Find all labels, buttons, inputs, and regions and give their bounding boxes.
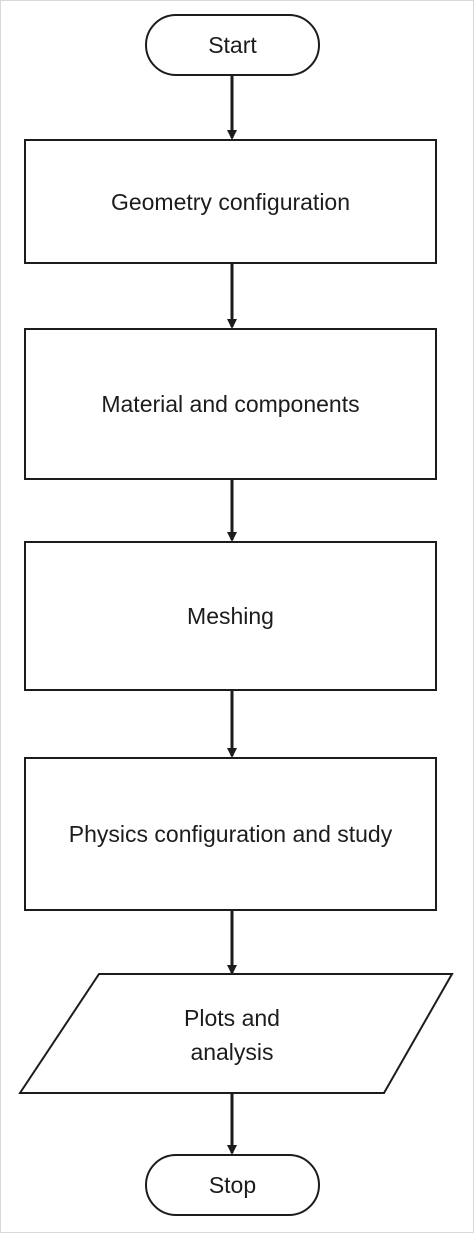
start-label: Start	[208, 32, 257, 58]
step-physics-label: Physics configuration and study	[68, 821, 393, 847]
step-meshing: Meshing	[24, 541, 437, 691]
step-material-and-components: Material and components	[24, 328, 437, 480]
stop-label: Stop	[208, 1172, 257, 1198]
start-terminal: Start	[145, 14, 320, 76]
io-label-line2: analysis	[190, 1039, 274, 1065]
io-label-line1: Plots and	[184, 1005, 280, 1031]
step-meshing-label: Meshing	[187, 603, 274, 629]
step-geometry-label: Geometry configuration	[110, 188, 351, 215]
step-material-label: Material and components	[101, 391, 360, 417]
stop-terminal: Stop	[145, 1154, 320, 1216]
io-plots-and-analysis: Plots and analysis	[120, 1001, 344, 1069]
step-physics-configuration-and-study: Physics configuration and study	[24, 757, 437, 911]
io-parallelogram-shape	[18, 973, 454, 1094]
step-geometry-configuration: Geometry configuration	[24, 139, 437, 264]
